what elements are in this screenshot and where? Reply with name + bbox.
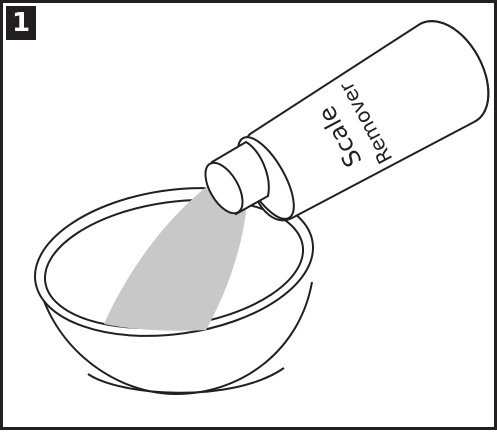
- step-number-badge: 1: [6, 6, 36, 40]
